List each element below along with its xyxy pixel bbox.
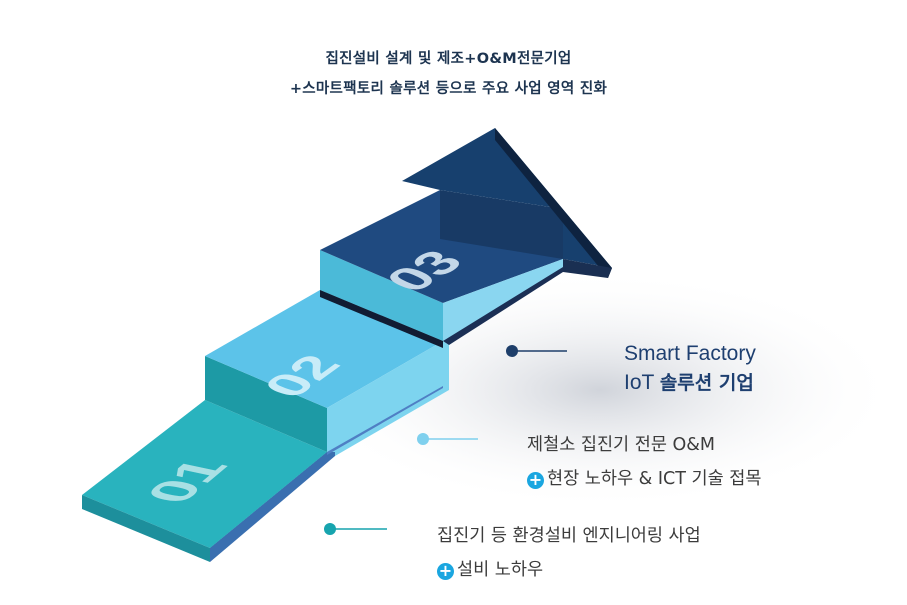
header-line-1: 집진설비 설계 및 제조+O&M전문기업 — [325, 51, 572, 67]
arrow-head — [402, 128, 612, 278]
step-03-tread — [320, 190, 563, 303]
connector-dot-3 — [506, 345, 518, 357]
stage-2-line-2-row: +현장 노하우 & ICT 기술 접목 — [527, 462, 761, 496]
step-01-side — [210, 452, 335, 562]
plus-icon: + — [527, 470, 544, 489]
stage-3-line-1: Smart Factory — [624, 342, 756, 365]
step-02-riser — [205, 356, 327, 452]
step-02-edge — [327, 386, 443, 455]
step-02-side — [327, 341, 449, 456]
arrow-head-face — [402, 128, 612, 268]
stage-1-line-2: 설비 노하우 — [457, 560, 544, 580]
header: 집진설비 설계 및 제조+O&M전문기업 +스마트팩토리 솔루션 등으로 주요 … — [0, 44, 907, 104]
step-01-tread — [82, 400, 327, 548]
step-03-riser — [320, 250, 443, 341]
stage-3-label: Smart Factory IoT 솔루션 기업 — [624, 339, 756, 398]
arrow-shaft-side — [563, 259, 612, 278]
stage-3-line-2-latin: IoT — [624, 371, 654, 394]
step-03-front-edge — [320, 290, 443, 348]
step-01: 01 — [82, 400, 335, 562]
connector-dot-2 — [417, 433, 429, 445]
step-03-side-dark — [443, 267, 563, 345]
arrow-head-edge — [495, 128, 612, 278]
stage-1-line-2-row: +설비 노하우 — [437, 553, 701, 587]
stage-3-line-2-korean: 솔루션 기업 — [659, 372, 754, 394]
step-01-front — [82, 495, 210, 562]
stage-2-label: 제철소 집진기 전문 O&M +현장 노하우 & ICT 기술 접목 — [527, 428, 761, 496]
arrow-shaft — [440, 190, 563, 259]
stage-3-line-2: IoT 솔루션 기업 — [624, 368, 756, 398]
stage-2-line-1: 제철소 집진기 전문 O&M — [527, 435, 716, 455]
connector-dot-1 — [324, 523, 336, 535]
stage-1-label: 집진기 등 환경설비 엔지니어링 사업 +설비 노하우 — [437, 519, 701, 587]
step-03: 03 — [320, 190, 563, 348]
stage-1-line-1: 집진기 등 환경설비 엔지니어링 사업 — [437, 526, 701, 546]
plus-icon: + — [437, 561, 454, 580]
header-line-2: +스마트팩토리 솔루션 등으로 주요 사업 영역 진화 — [289, 81, 608, 97]
stage-2-line-2: 현장 노하우 & ICT 기술 접목 — [547, 469, 762, 489]
